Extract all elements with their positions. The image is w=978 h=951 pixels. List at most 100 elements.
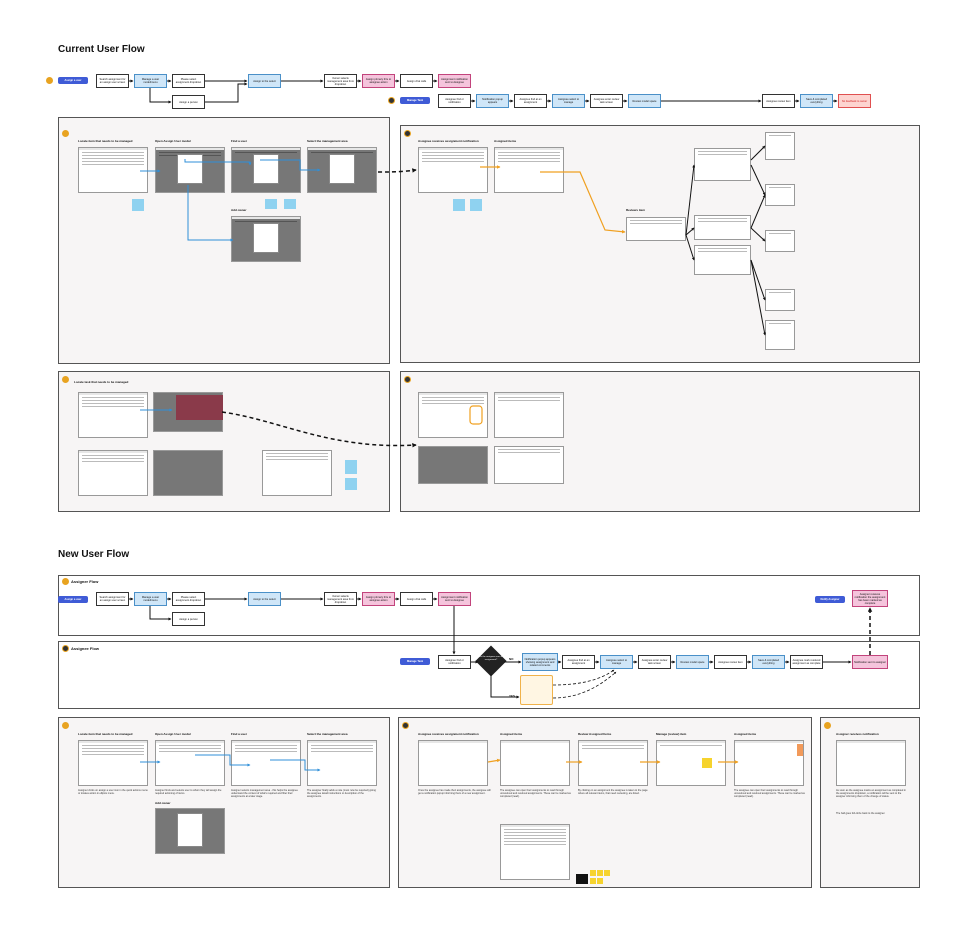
panel-caption: Assigned items [494, 139, 517, 143]
sticky-note [470, 199, 482, 211]
sticky-note [597, 878, 603, 884]
screenshot-thumbnail [500, 740, 570, 786]
sticky-note [453, 199, 465, 211]
sticky-note [345, 478, 357, 490]
assigner-avatar-icon [824, 722, 831, 729]
screenshot-thumbnail [418, 446, 488, 484]
flow-node: Assignee mark resolved assignment as com… [790, 655, 823, 669]
review-item-thumbnail [694, 215, 751, 240]
panel-caption: Assignee receives assignment notificatio… [418, 732, 479, 736]
panel-caption: Open Assign User modal [155, 139, 191, 143]
branch-yes-label: YES [509, 694, 516, 698]
assigner-avatar-icon [46, 77, 53, 84]
assignee-avatar-icon [404, 130, 411, 137]
modal-thumbnail [177, 813, 203, 847]
flow-node: Assign chat calls [400, 74, 433, 88]
flow-node: Manage a user model/menu [134, 592, 167, 606]
manage-task-button[interactable]: Manage Task [400, 658, 430, 665]
flow-node: Please select assignment dropdown [172, 592, 205, 606]
assigner-avatar-icon [62, 376, 69, 383]
assigner-avatar-icon [62, 130, 69, 137]
new-flow-title: New User Flow [58, 549, 130, 560]
screenshot-thumbnail [418, 147, 488, 193]
panel-caption: Review Assigned Items [578, 732, 612, 736]
assignee-avatar-icon [62, 645, 69, 652]
assignee-avatar-icon [402, 722, 409, 729]
screenshot-thumbnail [836, 740, 906, 786]
review-item-thumbnail [626, 217, 686, 241]
step-description: The ball goes full-circle back to the as… [836, 812, 886, 815]
assigner-avatar-icon [62, 578, 69, 585]
flow-node: Assignee find at an assignment [514, 94, 547, 108]
flow-node: Notification popup appears showing assig… [522, 653, 558, 671]
panel-caption: Assigned items [500, 732, 523, 736]
sticky-note [590, 870, 596, 876]
flow-node: Assign to the select [248, 74, 281, 88]
screenshot-thumbnail [494, 446, 564, 484]
screenshot-thumbnail [656, 740, 726, 786]
review-item-thumbnail [694, 148, 751, 181]
flow-node: Save & completed everything [752, 655, 785, 669]
flow-node: Assignee enter review task screen [590, 94, 623, 108]
flow-node: Assign to the select [248, 592, 281, 606]
manage-task-button[interactable]: Manage Task [400, 97, 430, 104]
panel-caption: Find a user [231, 732, 248, 736]
flow-node: Review model space [676, 655, 709, 669]
assign-user-button[interactable]: Assign a user [58, 596, 88, 603]
lane-title: Assignee Flow [71, 646, 100, 651]
branch-no-label: NO [509, 657, 514, 661]
flow-node: Assigner receives notification the assig… [852, 590, 888, 607]
flow-node: Manage a user model/menu [134, 74, 167, 88]
modal-thumbnail [177, 154, 203, 184]
current-flow-title: Current User Flow [58, 44, 145, 55]
screenshot-thumbnail [78, 450, 148, 496]
panel-caption: Select the management area [307, 732, 348, 736]
panel-caption: Assigned items [734, 732, 757, 736]
sticky-note [132, 199, 144, 211]
flow-node: Search assignment for an assign user scr… [96, 592, 129, 606]
flow-node: Assignee find or notification [438, 655, 471, 669]
flow-node: Assignee find at an assignment [562, 655, 595, 669]
step-description: As soon as the assignee marks an assignm… [836, 789, 906, 798]
panel-caption: Assignee receives assignment notificatio… [418, 139, 479, 143]
sticky-note [597, 870, 603, 876]
flow-node: Assignee enter review task screen [638, 655, 671, 669]
notification-group [520, 675, 553, 705]
panel-caption: Find a user [231, 139, 248, 143]
sticky-note [590, 878, 596, 884]
review-item-thumbnail [694, 245, 751, 275]
assignee-avatar-icon [404, 376, 411, 383]
modal-thumbnail [253, 223, 279, 253]
screenshot-thumbnail [307, 740, 377, 786]
flow-node: Notification sent to assigner [852, 655, 888, 669]
review-item-thumbnail [765, 132, 795, 160]
screenshot-thumbnail [500, 824, 570, 880]
flow-node: Assign a person [172, 95, 205, 109]
panel-caption: Reviews item [626, 208, 646, 212]
assign-user-button[interactable]: Assign a user [58, 77, 88, 84]
flow-node: Assignment notification sent to Assignee [438, 74, 471, 88]
flow-node: Assign chat calls [400, 592, 433, 606]
review-item-thumbnail [765, 320, 795, 350]
flow-node: Save & completed everything [800, 94, 833, 108]
notify-assigner-button[interactable]: Notify Assigner [815, 596, 845, 603]
dropdown-thumbnail [176, 395, 223, 420]
panel-caption: Locate task that needs to be managed [74, 380, 129, 384]
assigner-avatar-icon [62, 722, 69, 729]
step-description: Assigner selects management area - this … [231, 789, 298, 798]
screenshot-thumbnail [494, 147, 564, 193]
panel-caption: Add owner [155, 801, 171, 805]
step-description: Assigner finds and selects user to whom … [155, 789, 222, 795]
flow-node: Assign primary thru to assignee action [362, 74, 395, 88]
flow-node: Assignee find or notification [438, 94, 471, 108]
review-item-thumbnail [765, 289, 795, 311]
review-item-thumbnail [765, 184, 795, 206]
screenshot-thumbnail [734, 740, 804, 786]
step-description: The assigner finally adds a note (must n… [307, 789, 376, 798]
screenshot-thumbnail [578, 740, 648, 786]
sticky-note [604, 870, 610, 876]
screenshot-thumbnail [153, 450, 223, 496]
flow-node: Search assignment for an assign user scr… [96, 74, 129, 88]
flow-node: Assign a person [172, 612, 205, 626]
panel-caption: Add owner [231, 208, 247, 212]
